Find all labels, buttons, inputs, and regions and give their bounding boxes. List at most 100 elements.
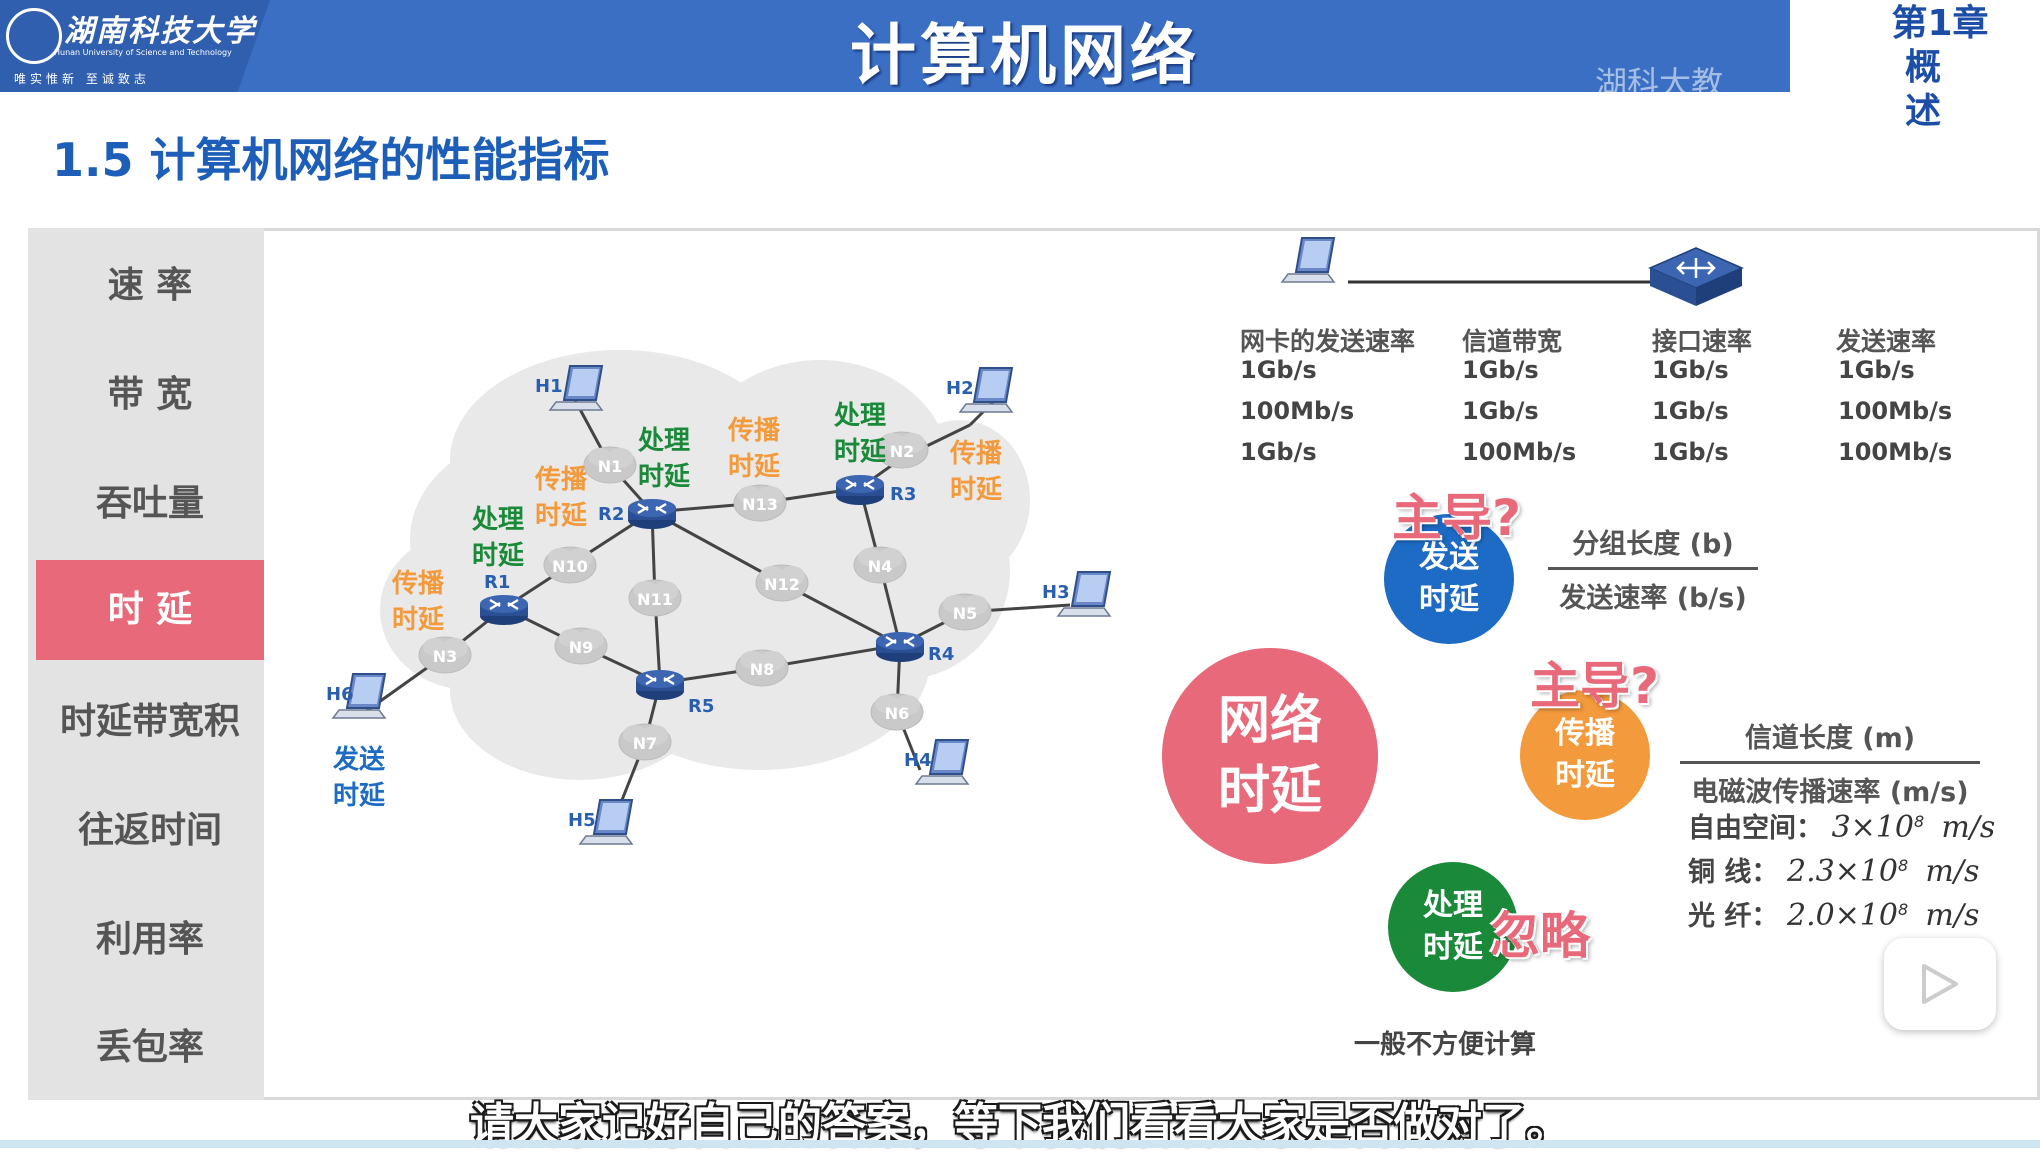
- sidebar-item-bandwidth[interactable]: 带 宽: [107, 374, 193, 415]
- node-n11: N11: [628, 579, 682, 617]
- rate-cell: 1Gb/s: [1652, 438, 1729, 466]
- university-seal-icon: [6, 8, 62, 64]
- sidebar-item-utilization[interactable]: 利用率: [95, 919, 204, 960]
- host-h3: H3: [1042, 571, 1111, 617]
- router-r2: R2: [598, 497, 678, 531]
- host-h1: H1: [535, 365, 603, 411]
- transmission-delay-formula: 分组长度 (b) 发送速率 (b/s): [1548, 522, 1758, 615]
- rate-cell: 100Mb/s: [1462, 438, 1577, 466]
- dominant-question-2: 主导?: [1530, 657, 1660, 715]
- rate-header-interface: 接口速率: [1652, 327, 1753, 356]
- speed-copper: 铜 线： 2.3×108 m/s: [1688, 854, 1980, 889]
- propagation-delay-formula: 信道长度 (m) 电磁波传播速率 (m/s): [1680, 716, 1980, 809]
- svg-text:H2: H2: [946, 378, 974, 399]
- formula-denominator: 电磁波传播速率 (m/s): [1691, 777, 1969, 808]
- svg-text:N6: N6: [885, 704, 910, 723]
- header-bar: 湖南科技大学 Hunan University of Science and T…: [0, 0, 2040, 132]
- propagation-delay-circle: 传播时延: [1520, 690, 1650, 820]
- host-h4: H4: [904, 739, 969, 785]
- node-n2: N2: [875, 431, 929, 469]
- rate-cell: 1Gb/s: [1462, 356, 1539, 384]
- node-n10: N10: [543, 546, 597, 584]
- svg-text:R3: R3: [890, 484, 916, 505]
- chapter-title: 第1章: [1891, 3, 1989, 44]
- watermark: 湖科大教: [1595, 64, 1724, 102]
- sidebar-item-packet-loss[interactable]: 丢包率: [95, 1027, 204, 1068]
- node-n13: N13: [733, 484, 787, 522]
- svg-text:R1: R1: [484, 572, 510, 593]
- sidebar-item-rate[interactable]: 速 率: [107, 265, 193, 306]
- processing-note: 一般不方便计算: [1354, 1030, 1537, 1060]
- sidebar-item-delay[interactable]: 时 延: [36, 560, 264, 660]
- node-n5: N5: [938, 593, 992, 631]
- rate-header-send: 发送速率: [1836, 327, 1937, 356]
- university-motto: 唯实惟新 至诚致志: [14, 72, 150, 86]
- transmission-delay-circle: 发送时延: [1384, 514, 1514, 644]
- router-r3: R3: [834, 473, 916, 507]
- section-title: 1.5 计算机网络的性能指标: [52, 133, 610, 187]
- svg-text:H1: H1: [535, 376, 563, 397]
- node-n1: N1: [583, 446, 637, 484]
- svg-text:H4: H4: [904, 750, 932, 771]
- svg-text:R5: R5: [688, 696, 714, 717]
- host-h6: H6: [326, 673, 386, 719]
- rate-header-channel: 信道带宽: [1462, 327, 1563, 356]
- svg-text:N13: N13: [742, 495, 778, 514]
- svg-text:N8: N8: [750, 660, 775, 679]
- svg-text:N10: N10: [552, 557, 588, 576]
- host-h5: H5: [568, 799, 633, 845]
- play-icon: [1922, 964, 1958, 1004]
- svg-text:H5: H5: [568, 810, 596, 831]
- network-delay-circle: 网络时延: [1162, 648, 1378, 864]
- router-r4: R4: [874, 630, 954, 665]
- rate-cell: 1Gb/s: [1462, 397, 1539, 425]
- sidebar-item-delay-bandwidth-product[interactable]: 时延带宽积: [59, 701, 240, 742]
- content-panel: [28, 228, 2040, 1100]
- processing-delay-label-1: 处理时延: [638, 426, 691, 492]
- svg-text:N11: N11: [637, 590, 673, 609]
- play-button[interactable]: [1884, 938, 1996, 1030]
- node-n9: N9: [554, 627, 608, 665]
- sidebar-item-rtt[interactable]: 往返时间: [77, 810, 222, 851]
- bottom-strip: [0, 1140, 2040, 1148]
- rate-cell: 100Mb/s: [1240, 397, 1355, 425]
- svg-text:H6: H6: [326, 684, 354, 705]
- processing-delay-circle: 处理时延: [1388, 862, 1518, 992]
- sidebar: 速 率 带 宽 吞吐量 时 延 时延带宽积 往返时间 利用率 丢包率: [28, 228, 264, 1100]
- processing-delay-label-3: 处理时延: [472, 505, 525, 571]
- speed-fiber: 光 纤： 2.0×108 m/s: [1688, 898, 1980, 933]
- svg-text:N1: N1: [598, 457, 623, 476]
- sidebar-item-throughput[interactable]: 吞吐量: [95, 483, 204, 524]
- rate-cell: 1Gb/s: [1838, 356, 1915, 384]
- rate-header-nic: 网卡的发送速率: [1240, 327, 1416, 356]
- svg-text:N2: N2: [890, 442, 915, 461]
- formula-numerator: 信道长度 (m): [1744, 723, 1916, 754]
- rate-cell: 1Gb/s: [1240, 438, 1317, 466]
- node-n8: N8: [735, 649, 789, 687]
- switch-icon: [1648, 247, 1744, 306]
- svg-text:N3: N3: [433, 647, 458, 666]
- propagation-delay-label-1: 传播时延: [535, 465, 588, 531]
- university-name: 湖南科技大学: [64, 14, 256, 49]
- formula-denominator: 发送速率 (b/s): [1559, 583, 1747, 614]
- formula-numerator: 分组长度 (b): [1572, 529, 1734, 560]
- fraction-bar: [1680, 761, 1980, 764]
- node-n12: N12: [755, 564, 809, 602]
- rate-cell: 100Mb/s: [1838, 438, 1953, 466]
- node-n4: N4: [853, 546, 907, 584]
- svg-text:N7: N7: [633, 734, 658, 753]
- nic-laptop-icon: [1281, 237, 1335, 283]
- node-n7: N7: [618, 723, 672, 761]
- university-en-name: Hunan University of Science and Technolo…: [54, 48, 232, 57]
- transmission-delay-label: 发送时延: [333, 745, 386, 811]
- processing-delay-label-2: 处理时延: [834, 401, 887, 467]
- university-logo: 湖南科技大学 Hunan University of Science and T…: [0, 0, 270, 92]
- propagation-delay-label-2: 传播时延: [728, 416, 781, 482]
- chapter-subtitle: 概述: [1904, 47, 1975, 132]
- fraction-bar: [1548, 567, 1758, 570]
- svg-text:N12: N12: [764, 575, 800, 594]
- propagation-delay-label-3: 传播时延: [950, 439, 1003, 505]
- node-n3: N3: [418, 636, 472, 674]
- svg-text:N9: N9: [569, 638, 594, 657]
- node-n6: N6: [870, 693, 924, 731]
